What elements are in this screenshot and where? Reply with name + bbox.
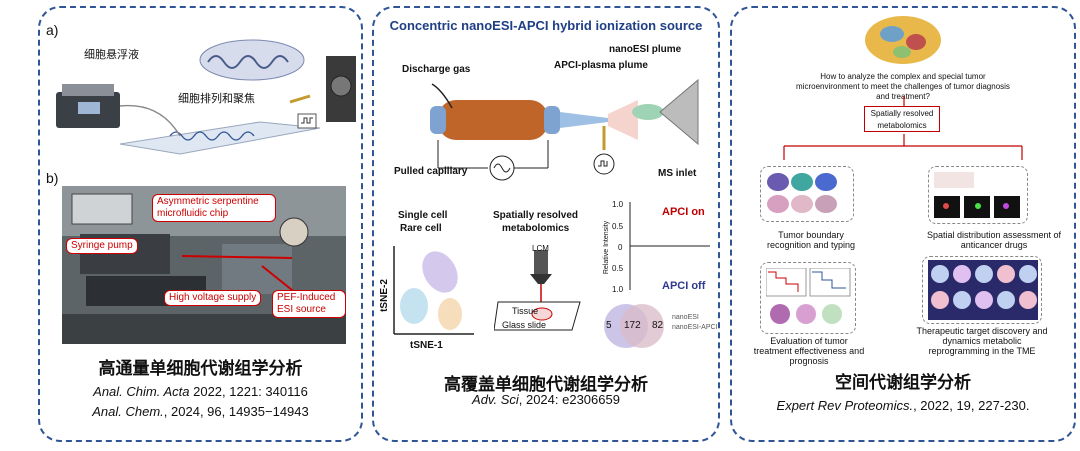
legend-nanoesi: nanoESI [672, 314, 699, 321]
panel2-ref: Adv. Sci, 2024: e2306659 [472, 392, 620, 407]
tick-3: 0 [618, 243, 623, 252]
tag-pef-source: PEF-Induced ESI source [272, 290, 346, 318]
tissue-label: Tissue [512, 306, 539, 316]
panel-spatial [730, 6, 1076, 442]
panel1-title: 高通量单细胞代谢组学分析 [98, 359, 303, 379]
tick-4: 0.5 [612, 264, 624, 273]
ion-source-illustration [430, 78, 699, 181]
cell-alignment-label: 细胞排列和聚焦 [178, 92, 255, 105]
card-therapeutic-target [922, 256, 1042, 324]
microfluidic-chip-illustration [56, 39, 356, 155]
lcm-illustration [494, 250, 581, 331]
apci-off-label: APCI off [662, 280, 706, 292]
card-tumor-boundary [760, 166, 854, 222]
spatially-label: Spatially resolved [493, 210, 579, 221]
rare-cell-label: Rare cell [400, 223, 442, 234]
flow-connectors [783, 96, 1023, 160]
venn-diagram [604, 304, 664, 348]
mirror-spectrum [629, 202, 710, 290]
pulled-capillary-label: Pulled capillary [394, 166, 468, 177]
metabolic-maps-image [928, 260, 1038, 320]
apci-plume-label: APCI-plasma plume [554, 60, 648, 71]
tag-chip: Asymmetric serpentine microfluidic chip [152, 194, 276, 222]
panel3-title: 空间代谢组学分析 [835, 373, 971, 393]
panel1-ref1: Anal. Chim. Acta 2022, 1221: 340116 [93, 384, 308, 399]
caption-treatment-evaluation: Evaluation of tumor treatment effectiven… [753, 336, 865, 366]
rel-intensity-label: Relative Intensity [603, 220, 611, 275]
card-treatment-evaluation [760, 262, 856, 334]
survival-curves-image [766, 268, 851, 324]
tick-2: 0.5 [612, 222, 624, 231]
panel3-ref: Expert Rev Proteomics., 2022, 19, 227-23… [776, 398, 1030, 413]
legend-nanoesi-apci: nanoESI-APCI [672, 324, 718, 331]
label-b: b) [46, 170, 59, 186]
discharge-gas-label: Discharge gas [402, 64, 471, 75]
venn-left: 5 [606, 320, 612, 331]
panel2-title: 高覆盖单细胞代谢组学分析 [444, 375, 648, 395]
panel3-question: How to analyze the complex and special t… [796, 72, 1010, 101]
panel-high-coverage [372, 6, 720, 442]
tumor-maps-image [767, 173, 837, 213]
metabolomics-label: metabolomics [502, 223, 570, 234]
panel-high-throughput [38, 6, 363, 442]
ms-inlet-label: MS inlet [658, 168, 697, 179]
venn-right: 82 [652, 320, 664, 331]
panel2-header: Concentric nanoESI-APCI hybrid ionizatio… [389, 18, 703, 33]
panel1-ref2: Anal. Chem., 2024, 96, 14935−14943 [92, 404, 309, 419]
tick-1: 1.0 [612, 200, 624, 209]
tag-syringe-pump: Syringe pump [66, 238, 138, 254]
caption-drug-distribution: Spatial distribution assessment of antic… [926, 230, 1062, 250]
cell-suspension-label: 细胞悬浮液 [84, 48, 139, 61]
caption-therapeutic-target: Therapeutic target discovery and dynamic… [916, 326, 1048, 356]
tick-5: 1.0 [612, 285, 624, 294]
nanoesi-plume-label: nanoESI plume [609, 44, 682, 55]
tsne1-label: tSNE-1 [410, 340, 443, 351]
center-box: Spatially resolved metabolomics [864, 106, 940, 132]
glass-slide-label: Glass slide [502, 320, 547, 330]
lcm-label: LCM [532, 244, 549, 253]
tsne-plot [393, 246, 474, 335]
drug-distribution-image [934, 172, 1020, 218]
apci-on-label: APCI on [662, 206, 705, 218]
single-cell-label: Single cell [398, 210, 448, 221]
card-drug-distribution [928, 166, 1028, 224]
tumor-cells-illustration [865, 16, 941, 64]
venn-mid: 172 [624, 320, 641, 331]
caption-tumor-boundary: Tumor boundary recognition and typing [766, 230, 856, 250]
label-a: a) [46, 22, 59, 38]
tag-high-voltage: High voltage supply [164, 290, 262, 306]
tsne2-label: tSNE-2 [378, 279, 390, 312]
